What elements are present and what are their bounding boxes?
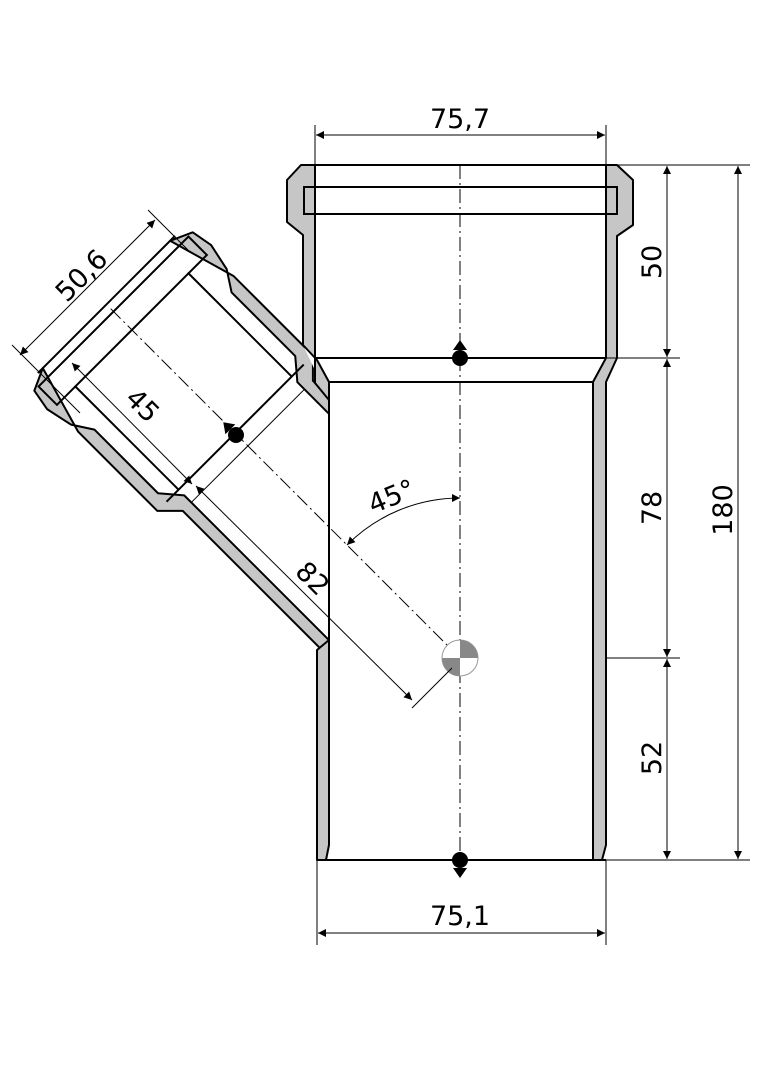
dim-branch-socket-depth: 45 [119, 383, 165, 429]
insertion-marker-icon [223, 422, 244, 443]
dim-bottom-width: 75,1 [430, 901, 490, 932]
main-pipe-right-wall [592, 164, 634, 861]
dim-angle: 45° [364, 474, 420, 521]
insertion-marker-icon [452, 852, 468, 878]
dim-socket-depth: 50 [637, 245, 668, 279]
insertion-marker-icon [452, 340, 468, 366]
dim-top-width: 75,7 [430, 104, 490, 135]
dim-lower-length: 52 [637, 741, 668, 775]
center-mark-icon [441, 639, 479, 677]
main-pipe-left-wall [286, 164, 330, 861]
dim-middle-length: 78 [637, 491, 668, 525]
dim-total-length: 180 [708, 484, 739, 536]
dim-branch-width: 50,6 [50, 244, 114, 308]
